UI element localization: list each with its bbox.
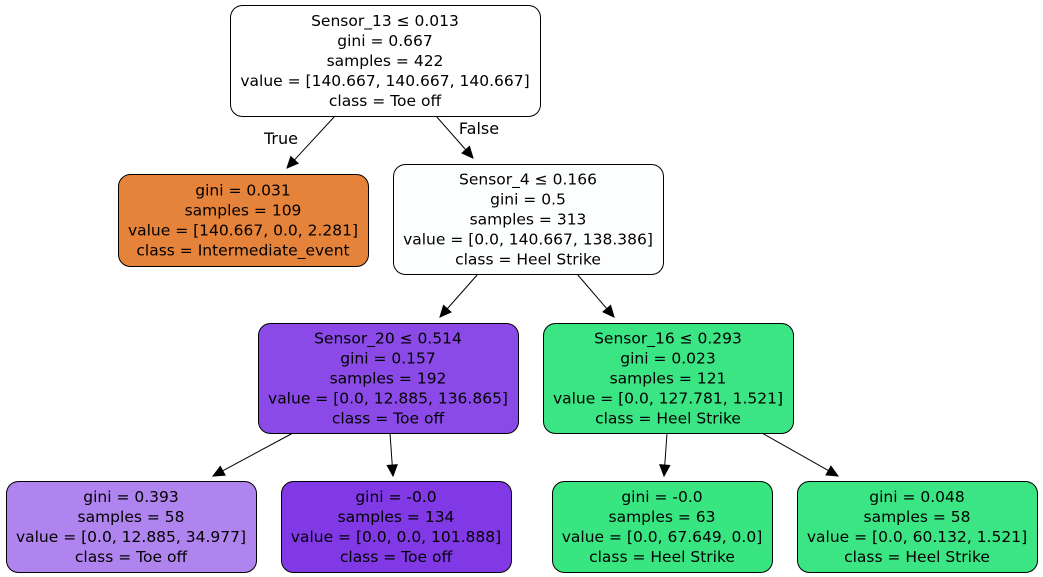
node-line: samples = 134	[338, 508, 455, 526]
edge-line	[664, 432, 668, 466]
tree-node-n5: gini = 0.393 samples = 58 value = [0.0, 12…	[6, 481, 257, 573]
node-line: class = Toe off	[332, 410, 445, 428]
arrowhead-icon	[825, 465, 840, 477]
edge-line	[294, 115, 336, 161]
arrowhead-icon	[286, 155, 300, 169]
node-line: value = [0.0, 0.0, 101.888]	[291, 528, 501, 546]
tree-node-n1: gini = 0.031 samples = 109 value = [140.66…	[118, 174, 369, 267]
tree-node-n6: gini = -0.0 samples = 134 value = [0.0, 0.…	[281, 481, 512, 573]
edge-n4-n8	[761, 432, 840, 477]
edge-n3-n6	[386, 432, 398, 478]
node-line: class = Heel Strike	[595, 410, 741, 428]
node-line: Sensor_16 ≤ 0.293	[594, 330, 742, 349]
arrowhead-icon	[461, 145, 474, 159]
node-line: class = Toe off	[329, 92, 442, 110]
node-box	[281, 481, 512, 573]
node-line: gini = -0.0	[621, 488, 702, 506]
node-box	[543, 323, 794, 434]
node-line: value = [0.0, 12.885, 136.865]	[268, 390, 508, 408]
node-line: gini = -0.0	[355, 488, 436, 506]
node-box	[552, 481, 773, 573]
arrowhead-icon	[439, 304, 452, 318]
node-box	[230, 5, 541, 117]
node-line: gini = 0.048	[869, 488, 965, 506]
node-line: value = [0.0, 67.649, 0.0]	[562, 528, 763, 546]
node-line: class = Heel Strike	[455, 251, 601, 269]
node-line: value = [0.0, 12.885, 34.977]	[16, 528, 246, 546]
edge-line	[435, 115, 467, 151]
node-box	[258, 323, 519, 434]
node-line: samples = 58	[864, 508, 971, 526]
node-line: value = [140.667, 0.0, 2.281]	[128, 222, 358, 240]
node-box	[797, 481, 1038, 573]
node-box	[393, 164, 664, 275]
node-line: samples = 422	[327, 52, 444, 70]
node-line: value = [0.0, 60.132, 1.521]	[807, 528, 1027, 546]
edge-n2-n3	[439, 273, 479, 318]
arrowhead-icon	[659, 464, 671, 478]
edge-n0-n1: True	[263, 115, 336, 169]
arrowhead-icon	[602, 304, 615, 318]
tree-node-n7: gini = -0.0 samples = 63 value = [0.0, 67.…	[552, 481, 773, 573]
edge-line	[446, 273, 479, 310]
arrowhead-icon	[386, 464, 398, 478]
node-line: gini = 0.023	[620, 350, 716, 368]
node-line: value = [140.667, 140.667, 140.667]	[240, 72, 529, 90]
node-box	[118, 174, 369, 267]
node-line: class = Intermediate_event	[136, 242, 349, 261]
edge-n0-n2: False	[435, 115, 499, 159]
node-line: samples = 109	[185, 202, 302, 220]
node-line: class = Heel Strike	[589, 548, 735, 566]
node-line: value = [0.0, 140.667, 138.386]	[403, 231, 653, 249]
node-line: gini = 0.031	[195, 182, 291, 200]
edge-label: True	[263, 129, 298, 148]
edge-n3-n5	[211, 432, 294, 477]
arrowhead-icon	[211, 465, 226, 477]
node-line: value = [0.0, 127.781, 1.521]	[553, 390, 783, 408]
edge-line	[222, 432, 294, 472]
edge-line	[389, 432, 393, 466]
node-line: gini = 0.157	[340, 350, 436, 368]
node-line: Sensor_4 ≤ 0.166	[459, 171, 597, 190]
node-line: samples = 58	[78, 508, 185, 526]
node-line: Sensor_20 ≤ 0.514	[314, 330, 462, 349]
node-line: samples = 313	[470, 211, 587, 229]
node-line: gini = 0.667	[337, 32, 433, 50]
edge-n4-n7	[659, 432, 671, 478]
node-line: gini = 0.393	[83, 488, 179, 506]
tree-node-n8: gini = 0.048 samples = 58 value = [0.0, 60…	[797, 481, 1038, 573]
node-line: class = Toe off	[340, 548, 453, 566]
node-line: gini = 0.5	[490, 191, 566, 209]
node-line: samples = 192	[330, 370, 447, 388]
node-box	[6, 481, 257, 573]
edge-line	[761, 432, 829, 472]
node-line: class = Heel Strike	[844, 548, 990, 566]
node-line: samples = 63	[609, 508, 716, 526]
edge-n2-n4	[576, 273, 615, 318]
node-line: samples = 121	[610, 370, 727, 388]
node-line: Sensor_13 ≤ 0.013	[311, 12, 459, 31]
edge-line	[576, 273, 608, 309]
node-line: class = Toe off	[75, 548, 188, 566]
edge-label: False	[459, 119, 499, 138]
